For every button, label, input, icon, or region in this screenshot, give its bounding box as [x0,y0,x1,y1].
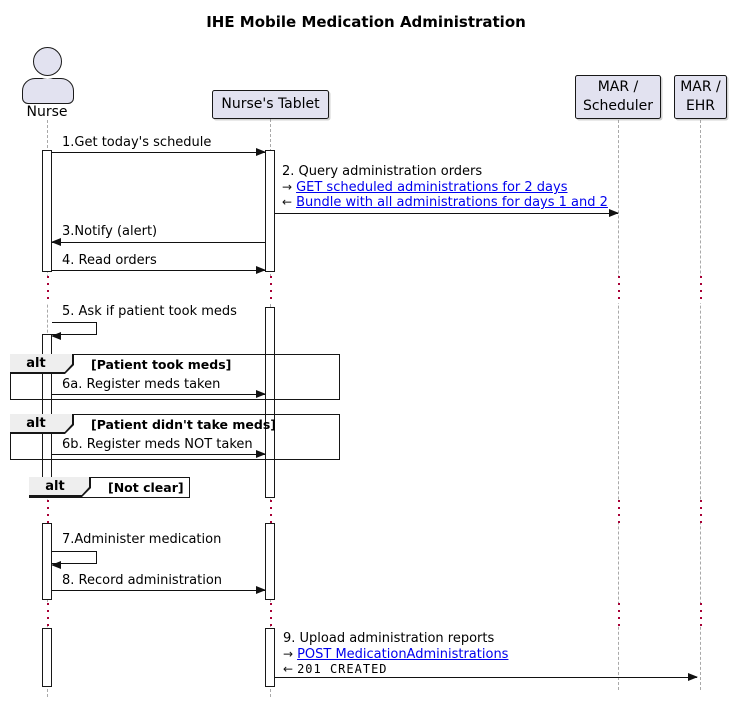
activation-bar-nurse [42,150,52,272]
message-1-label: 1.Get today's schedule [62,135,212,150]
alt-operator-tab: alt [10,354,74,374]
self-message-7-arrow [51,551,97,569]
message-9-response-line: ←201 CREATED [283,662,388,677]
activation-bar-tablet [265,307,275,498]
alt-operator-tab: alt [29,477,91,497]
participant-tablet-label: Nurse's Tablet [221,96,320,113]
message-9-label: 9. Upload administration reports [283,631,495,646]
get-scheduled-administrations-link[interactable]: GET scheduled administrations for 2 days [296,180,568,195]
message-6a-label: 6a. Register meds taken [62,377,221,392]
post-medication-administrations-link[interactable]: POST MedicationAdministrations [297,647,509,662]
message-3-label: 3.Notify (alert) [62,224,158,239]
alt-fragment-didnt-take-meds: alt [Patient didn't take meds] [10,414,340,460]
participant-nurse: Nurse [26,104,68,120]
alt-operator-tab-fill [10,354,72,372]
alt-operator-label: alt [26,416,46,431]
activation-bar-tablet [265,628,275,687]
delay-segment [697,603,704,626]
alt-fragment-took-meds: alt [Patient took meds] [10,354,340,400]
alt-fragment-not-clear: alt [Not clear] [29,477,190,498]
participant-ehr-label-line1: MAR / [680,79,721,96]
participant-scheduler: MAR / Scheduler [575,75,661,119]
message-2-request-line: →GET scheduled administrations for 2 day… [282,180,568,195]
message-4-arrow [52,265,266,274]
delay-segment [615,603,622,626]
guard-label: [Not clear] [108,480,184,495]
lifeline-ehr [700,120,701,690]
left-arrow-glyph: ← [283,662,294,676]
alt-operator-tab: alt [10,414,74,434]
delay-segment [697,276,704,303]
actor-body-icon [22,78,74,104]
message-6a-arrow [52,389,266,398]
message-1-arrow [52,147,266,156]
delay-segment [44,500,51,523]
lifeline-scheduler [618,120,619,690]
left-arrow-glyph: ← [282,195,293,209]
alt-operator-label: alt [26,356,46,371]
actor-head-icon [33,47,62,76]
message-3-arrow [51,237,265,246]
diagram-title: IHE Mobile Medication Administration [206,13,526,31]
participant-ehr: MAR / EHR [674,75,727,119]
delay-segment [267,500,274,523]
message-2-response-line: ←Bundle with all administrations for day… [282,195,608,210]
message-2-arrow [275,208,619,217]
activation-bar-tablet [265,150,275,272]
self-message-5-arrow [51,322,97,340]
right-arrow-glyph: → [282,180,293,194]
right-arrow-glyph: → [283,647,294,661]
message-8-arrow [52,585,266,594]
guard-label: [Patient took meds] [91,357,232,372]
guard-label: [Patient didn't take meds] [91,417,276,432]
participant-tablet: Nurse's Tablet [212,90,329,119]
message-4-label: 4. Read orders [62,253,157,268]
message-9-request-line: →POST MedicationAdministrations [283,647,508,662]
delay-segment [44,603,51,626]
alt-operator-tab-fill [10,414,72,432]
message-2-label: 2. Query administration orders [282,164,483,179]
message-6b-label: 6b. Register meds NOT taken [62,437,253,452]
http-status-text: 201 CREATED [297,662,388,676]
delay-segment [615,500,622,523]
participant-scheduler-label-line1: MAR / [597,79,639,96]
message-8-label: 8. Record administration [62,573,223,588]
delay-segment [44,276,51,303]
bundle-administrations-link[interactable]: Bundle with all administrations for days… [296,195,608,210]
alt-operator-tab-fill [29,477,89,495]
participant-ehr-label-line2: EHR [685,98,716,114]
delay-segment [267,276,274,303]
delay-segment [697,500,704,523]
message-6b-arrow [52,449,266,458]
activation-bar-tablet [265,523,275,600]
alt-operator-label: alt [45,479,65,494]
message-7-label: 7.Administer medication [62,532,222,547]
participant-scheduler-label-line2: Scheduler [582,98,654,114]
message-9-arrow [275,672,698,681]
delay-segment [615,276,622,303]
delay-segment [267,603,274,626]
message-5-label: 5. Ask if patient took meds [62,304,237,319]
activation-bar-nurse [42,628,52,687]
